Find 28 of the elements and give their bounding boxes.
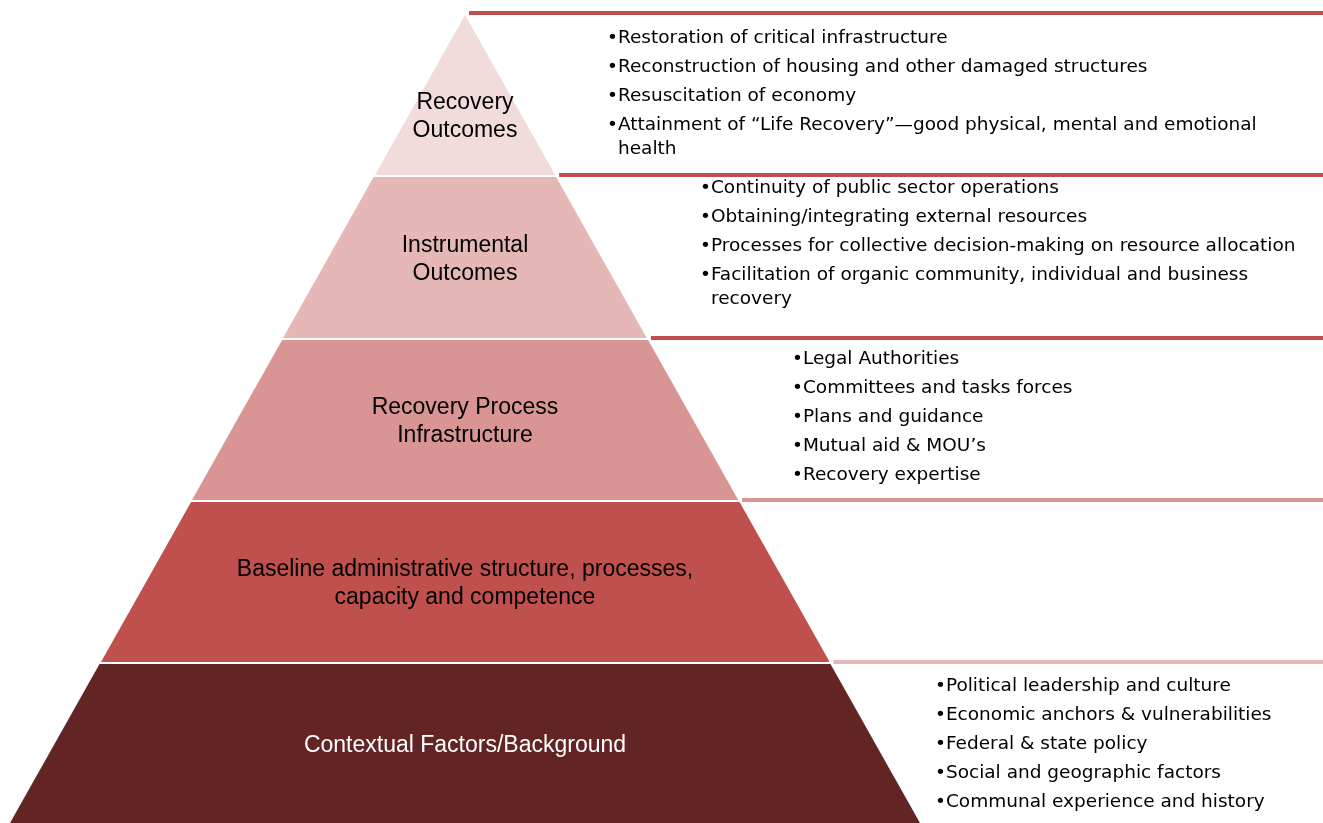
bullet-item: •Restoration of critical infrastructure <box>607 25 949 49</box>
bullet-item: •Mutual aid & MOU’s <box>792 433 987 457</box>
layer-label: Recovery Process Infrastructure <box>370 392 560 448</box>
bullet-item: •Federal & state policy <box>935 731 1149 755</box>
bullet-item: •Obtaining/integrating external resources <box>700 204 1089 228</box>
bullet-item: •Processes for collective decision-making on resource allocation <box>700 233 1297 257</box>
pyramid-layer <box>374 15 556 175</box>
pyramid-layer <box>100 502 830 662</box>
layer-label: Contextual Factors/Background <box>302 729 628 758</box>
layer-label: Recovery Outcomes <box>411 87 519 143</box>
bullet-item: •Communal experience and history <box>935 789 1266 813</box>
bullet-item: •Committees and tasks forces <box>792 375 1074 399</box>
bullet-item: •Social and geographic factors <box>935 760 1222 784</box>
pyramid-layer <box>10 664 920 823</box>
bullet-item: •Plans and guidance <box>792 404 985 428</box>
pyramid-layer <box>283 177 647 338</box>
layer-label: Instrumental Outcomes <box>400 229 530 286</box>
bullet-item: •Economic anchors & vulnerabilities <box>935 702 1273 726</box>
bullet-item: •Recovery expertise <box>792 462 982 486</box>
bullet-item: •Resuscitation of economy <box>607 83 858 107</box>
layer-label: Baseline administrative structure, processes, capacity and competence <box>235 554 695 610</box>
bullet-item: •Legal Authorities <box>792 346 961 370</box>
bullet-item: •Facilitation of organic community, individual and business recovery <box>700 262 1250 310</box>
bullet-item: •Continuity of public sector operations <box>700 175 1060 199</box>
bullet-item: •Political leadership and culture <box>935 673 1232 697</box>
bullet-item: •Reconstruction of housing and other damaged structures <box>607 54 1149 78</box>
bullet-item: •Attainment of “Life Recovery”—good physical, mental and emotional health <box>607 112 1258 160</box>
pyramid-layer <box>191 340 739 500</box>
